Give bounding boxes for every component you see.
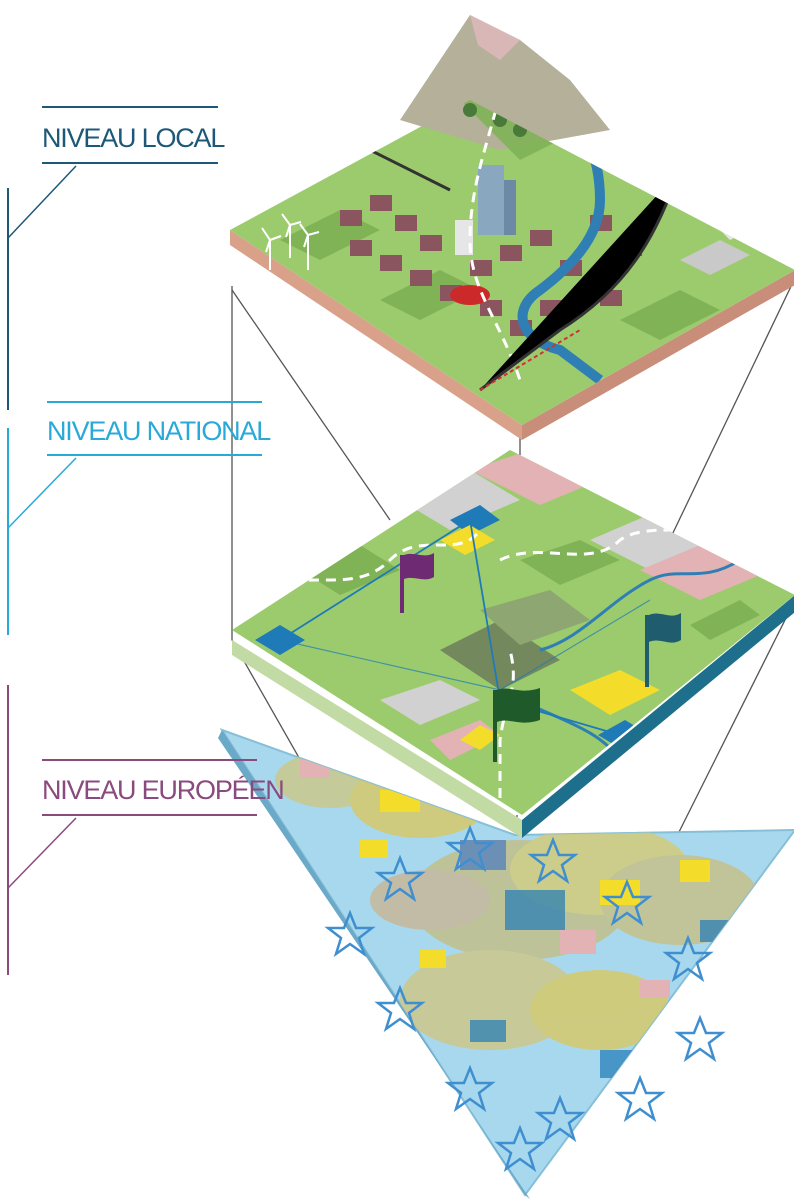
connector-line: [659, 278, 794, 561]
european-layer: [218, 728, 794, 1199]
tower-building: [478, 165, 504, 235]
level-label-local: NIVEAU LOCAL: [42, 123, 225, 153]
flag-icon: [400, 553, 434, 613]
wind-turbine-icon: [261, 213, 320, 270]
star-icon: [616, 1076, 664, 1121]
local-plane-left-edge: [230, 230, 522, 440]
connector-line: [231, 289, 391, 521]
flag-icon: [493, 688, 540, 762]
star-icon: [676, 1016, 724, 1061]
label-national: NIVEAU NATIONAL: [7, 401, 272, 635]
local-layer: [230, 15, 794, 440]
connector-line: [664, 600, 794, 861]
flag-icon: [645, 613, 681, 687]
european-plane-edge: [218, 730, 530, 1199]
local-map-plane: [230, 100, 794, 425]
national-plane-right-edge: [522, 595, 794, 838]
national-plane-left-edge: [232, 640, 522, 838]
mountain: [400, 15, 610, 150]
label-european: NIVEAU EUROPÉEN: [7, 685, 285, 975]
national-layer: [232, 450, 794, 838]
label-local: NIVEAU LOCAL: [7, 106, 227, 410]
level-label-national: NIVEAU NATIONAL: [47, 416, 271, 446]
level-label-european: NIVEAU EUROPÉEN: [42, 775, 284, 805]
local-plane-right-edge: [522, 270, 794, 440]
